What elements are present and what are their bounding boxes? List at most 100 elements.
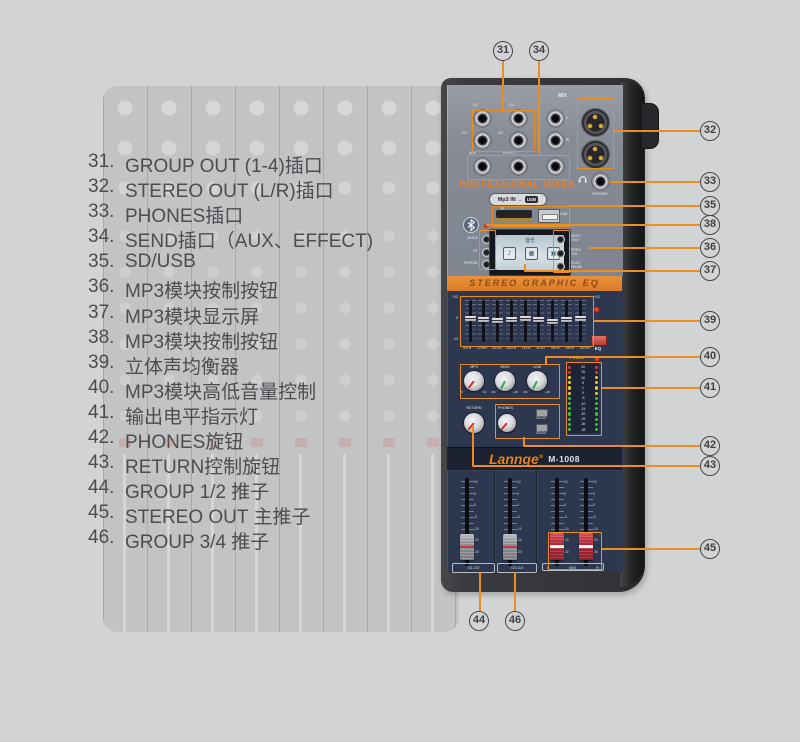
group12-fader-track bbox=[465, 478, 469, 566]
eq-scale-top: +12 bbox=[452, 295, 458, 299]
group34-fader-cap bbox=[503, 534, 517, 560]
fader-scale-value: -10 bbox=[474, 526, 479, 531]
knob-scale-max: 10 bbox=[483, 390, 487, 394]
badge-text: Mp3 IN → bbox=[497, 196, 523, 203]
callout-33: 33 bbox=[700, 172, 720, 192]
return-knob bbox=[464, 413, 484, 433]
mixer-side-rail bbox=[620, 82, 644, 587]
eq-freq-label: 120Hz bbox=[476, 346, 488, 350]
callout-31: 31 bbox=[493, 41, 513, 61]
play-pause-label: PLAY/PAUSE bbox=[571, 261, 583, 270]
legend-number: 37. bbox=[88, 301, 115, 323]
legend-list: 31.GROUP OUT (1-4)插口 32.STEREO OUT (L/R)… bbox=[88, 151, 373, 553]
legend-item: 44.GROUP 1/2 推子 bbox=[88, 477, 373, 504]
meter-row: -35 bbox=[568, 427, 598, 432]
send-jack-effect bbox=[509, 157, 527, 175]
group-out-jack-1 bbox=[473, 109, 491, 127]
jack-label-l: L bbox=[566, 115, 569, 120]
mix-r-fader-cap bbox=[579, 533, 593, 560]
legend-item: 46. GROUP 3/4 推子 bbox=[88, 527, 373, 554]
low-tone-knob bbox=[527, 371, 547, 391]
eq-scale-top-r: +12 bbox=[594, 295, 600, 299]
brand-logo: Lannge® bbox=[488, 451, 544, 467]
legend-number: 38. bbox=[88, 326, 115, 348]
meter-row: -5 bbox=[568, 396, 598, 401]
callout-35: 35 bbox=[700, 196, 720, 216]
legend-number: 40. bbox=[88, 376, 115, 398]
bg-knob-zone bbox=[103, 218, 459, 434]
legend-item: 31. GROUP OUT (1-4)插口 bbox=[88, 151, 373, 177]
callout-36: 36 bbox=[700, 238, 720, 258]
eq-scale-mid: 0 bbox=[456, 316, 458, 320]
legend-item: 37.MP3模块显示屏 bbox=[88, 301, 373, 328]
bt-button bbox=[481, 247, 491, 257]
eq-slider-cap bbox=[574, 316, 586, 321]
mode-button bbox=[481, 234, 491, 244]
g3-g4-button-label: G3-G4 bbox=[536, 431, 546, 435]
prev-vol-down-button bbox=[555, 248, 565, 258]
meter-row: 15 bbox=[568, 370, 598, 375]
group-out-jack-2 bbox=[473, 131, 491, 149]
meter-row: 0 bbox=[568, 391, 598, 396]
legend-text: GROUP OUT (1-4)插口 bbox=[125, 156, 323, 177]
fader-scale-value: 5 bbox=[474, 491, 476, 496]
legend-number: 46. bbox=[88, 527, 115, 549]
callout-40: 40 bbox=[700, 347, 720, 367]
low-knob-label: LOW bbox=[532, 365, 542, 369]
group34-fader-track bbox=[508, 478, 512, 566]
fader-scale-value: 0 bbox=[474, 503, 476, 508]
power-label: POWER bbox=[570, 356, 585, 360]
badge-usb-chip: USB bbox=[524, 196, 539, 203]
legend-text: GROUP 3/4 推子 bbox=[125, 532, 270, 554]
mix-label: MIX bbox=[558, 93, 567, 99]
eq-button-label: EQ bbox=[594, 346, 602, 351]
mp3-in-usb-badge: Mp3 IN → USB bbox=[489, 193, 547, 206]
lcd-caption: 音乐 bbox=[524, 238, 535, 244]
legend-text: STEREO OUT 主推子 bbox=[125, 507, 311, 529]
legend-text: GROUP 1/2 推子 bbox=[125, 482, 270, 504]
bg-accent-row bbox=[103, 438, 459, 447]
eq-slider-cap bbox=[505, 317, 517, 322]
fader-scale-value: -20 bbox=[517, 538, 522, 543]
sd-card-icon: ▦ bbox=[525, 247, 538, 260]
eq-led bbox=[594, 307, 599, 312]
legend-item: 41.输出电平指示灯 bbox=[88, 402, 373, 428]
legend-number: 31. bbox=[88, 151, 115, 172]
legend-number: 42. bbox=[88, 427, 115, 449]
fader-scale-value: -30 bbox=[593, 549, 598, 554]
callout-43: 43 bbox=[700, 456, 720, 476]
fader-scale-value: -5 bbox=[517, 514, 520, 519]
usb-port-label: USB bbox=[560, 212, 568, 216]
repeat-button bbox=[481, 259, 491, 269]
jack-label-g1: G1 bbox=[473, 103, 478, 107]
send-jack-3 bbox=[546, 157, 564, 175]
bt-button-label: BT bbox=[473, 249, 478, 253]
meter-row: -15 bbox=[568, 407, 598, 412]
eq-slider-cap bbox=[547, 319, 558, 324]
fader-scale-value: -10 bbox=[517, 526, 522, 531]
strip-separator bbox=[536, 469, 537, 563]
phones-jack-label: PHONES bbox=[592, 192, 608, 196]
fader-scale-value: 0 bbox=[517, 503, 519, 508]
knob-scale-max: +15 bbox=[545, 390, 551, 394]
eq-slider-cap bbox=[533, 317, 545, 322]
legend-item: 35.SD/USB bbox=[88, 251, 373, 276]
high-knob-label: HIGH bbox=[500, 365, 510, 369]
meter-row: 5 bbox=[568, 381, 598, 386]
legend-text: MP3模块按制按钮 bbox=[125, 281, 279, 303]
callout-42: 42 bbox=[700, 436, 720, 456]
legend-text: 立体声均衡器 bbox=[125, 356, 240, 378]
group-out-jack-3 bbox=[509, 109, 527, 127]
eq-slider-cap bbox=[464, 316, 476, 321]
eq-slider-cap bbox=[478, 317, 490, 322]
callout-39: 39 bbox=[700, 311, 720, 331]
play-pause-button bbox=[555, 261, 565, 271]
eq-slider-track bbox=[468, 300, 472, 342]
faded-background-mixer-photo bbox=[103, 86, 459, 632]
next-vol-up-button bbox=[555, 234, 565, 244]
meter-row: -20 bbox=[568, 412, 598, 417]
fader-scale-value: -20 bbox=[593, 538, 598, 543]
model-number: M-1008 bbox=[548, 454, 581, 464]
